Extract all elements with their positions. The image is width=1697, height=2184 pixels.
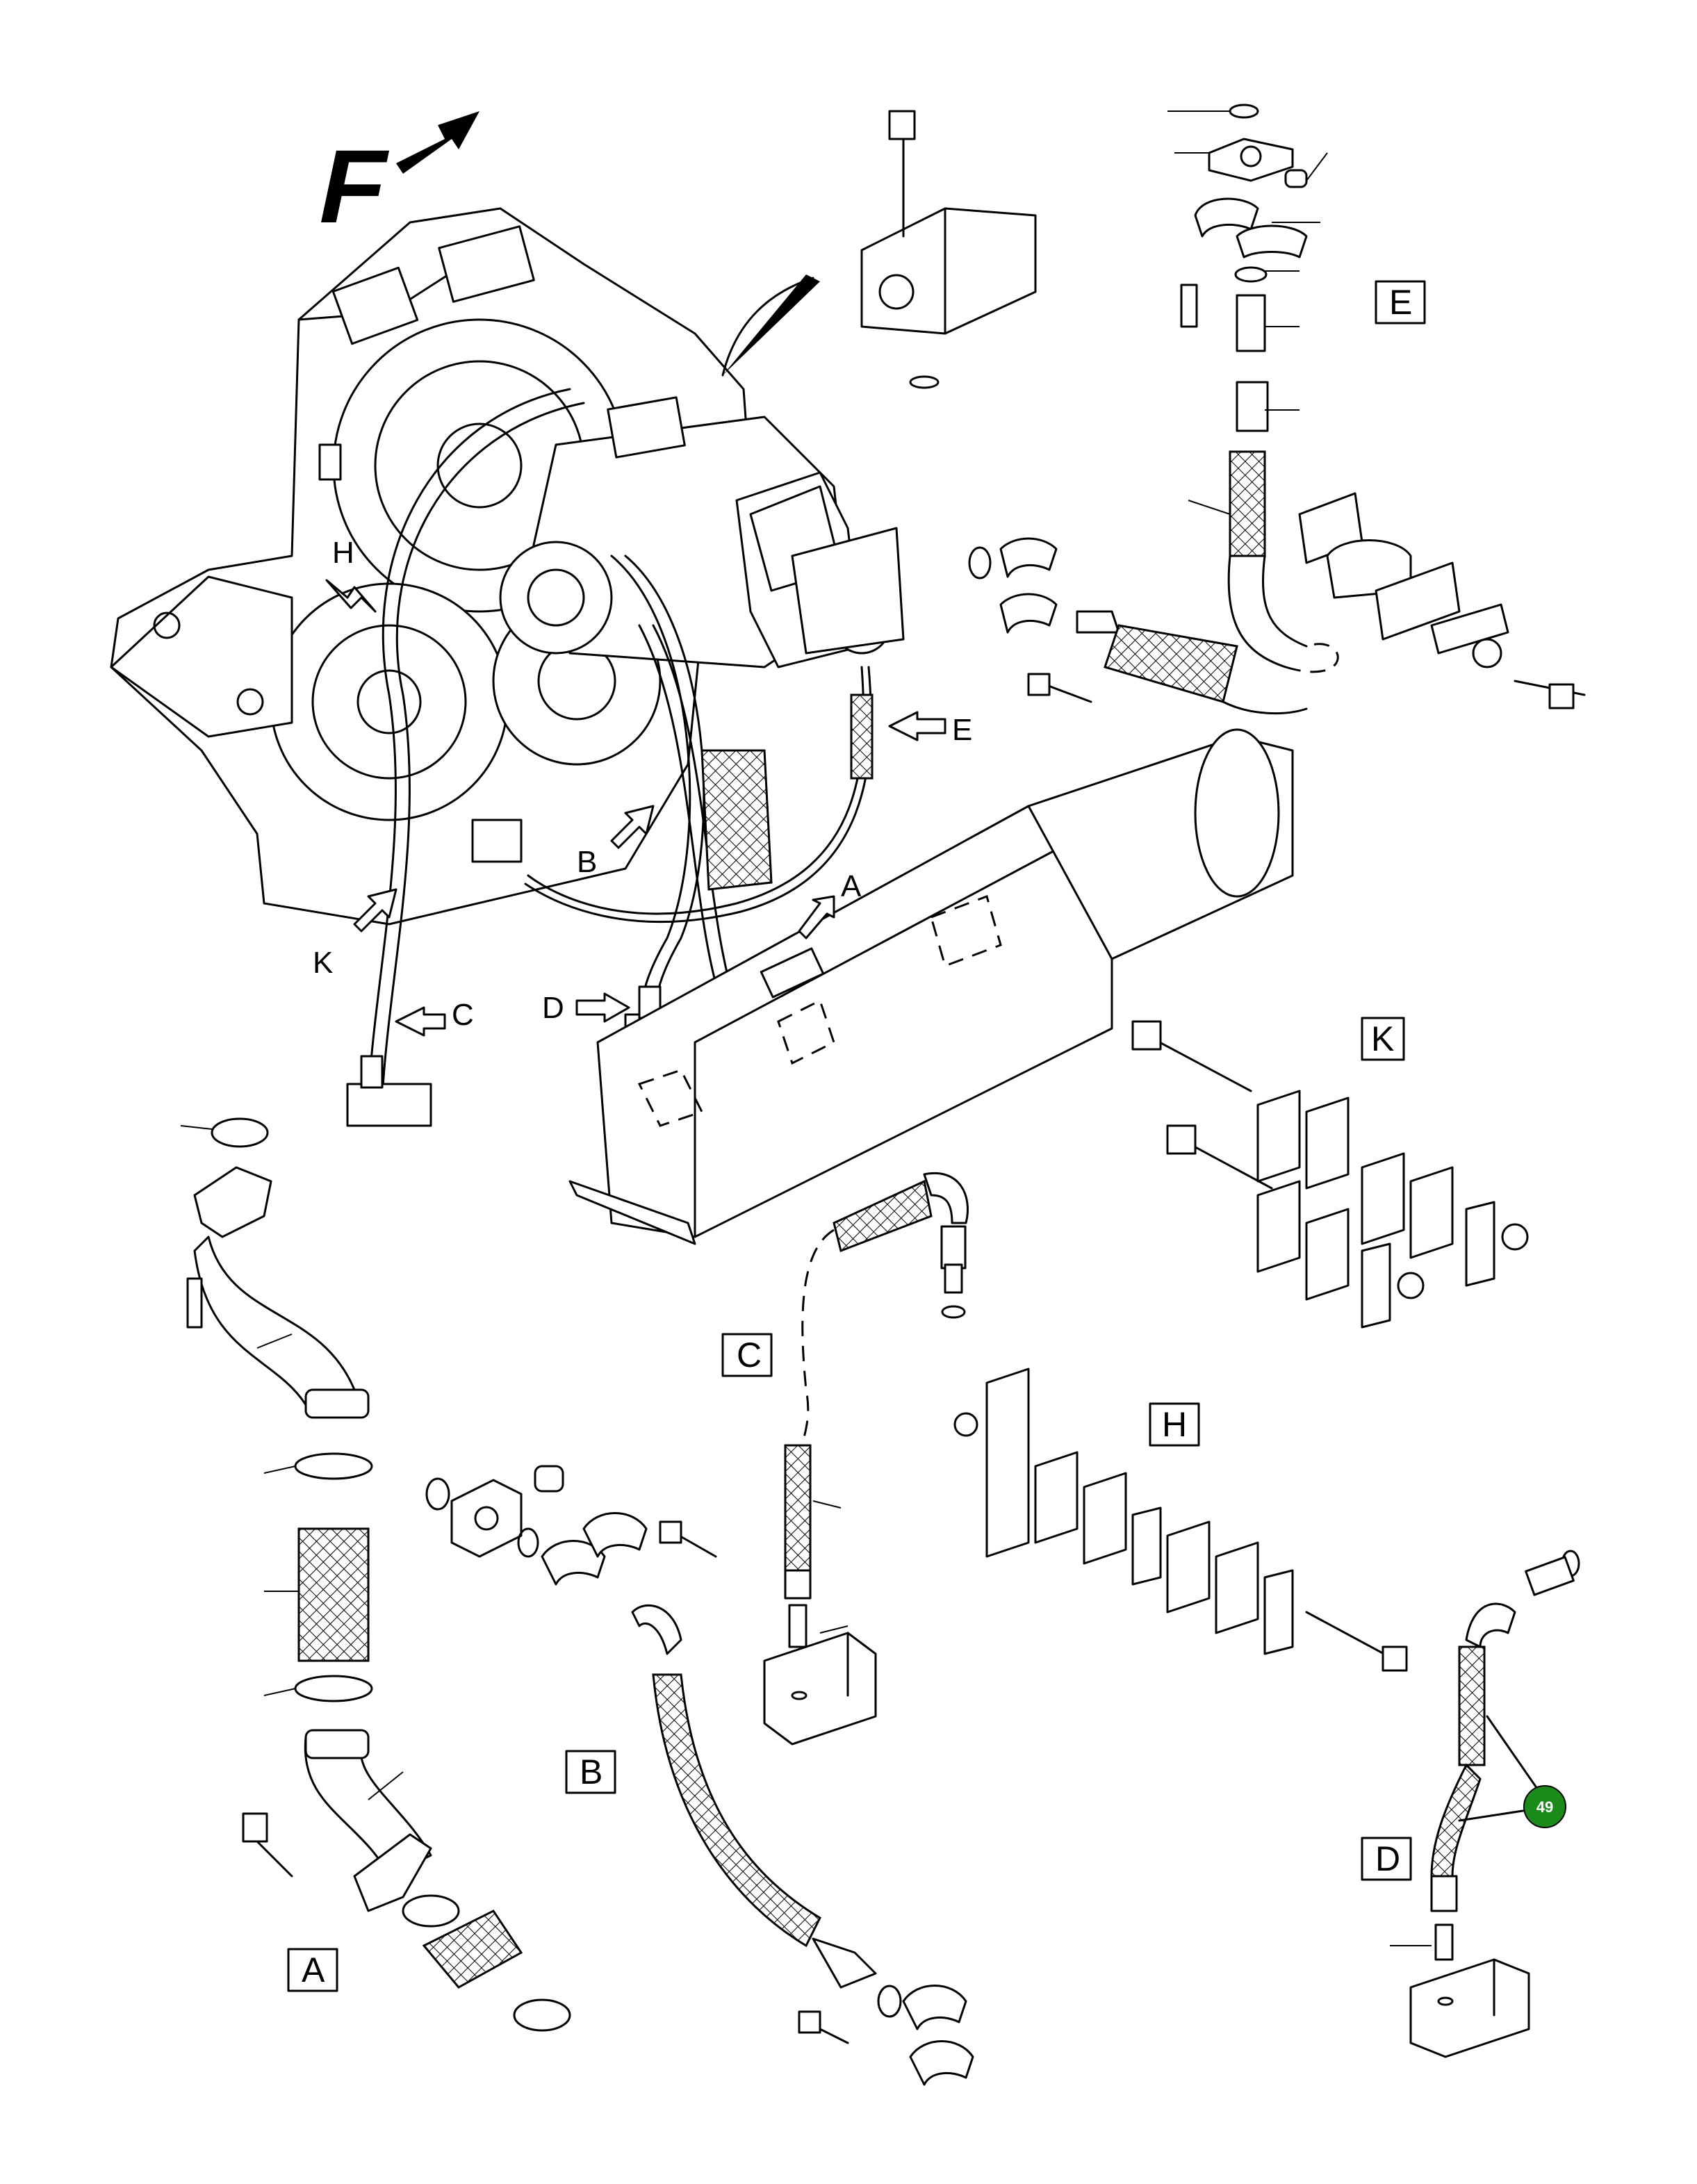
section-box-d (1361, 1837, 1412, 1881)
view-arrow-label-c: C (452, 998, 474, 1032)
oil-cooler (568, 728, 1294, 1245)
detail-b: B (425, 1465, 974, 2086)
forward-marker-letter: F (309, 129, 397, 245)
view-arrow-k-icon (353, 888, 397, 933)
view-arrow-h-icon (325, 579, 377, 613)
forward-arrow-icon (396, 111, 479, 174)
view-arrow-b-icon (610, 805, 655, 849)
section-label-h: H (1162, 1405, 1187, 1444)
section-label-e: E (1389, 283, 1412, 322)
section-label-a: A (302, 1951, 325, 1989)
view-arrow-label-a: A (841, 869, 862, 903)
section-box-h (1149, 1402, 1200, 1447)
leader-lines (180, 110, 1432, 1946)
section-label-c: C (737, 1336, 762, 1374)
section-label-k: K (1371, 1019, 1394, 1058)
detail-k: K (1131, 1017, 1529, 1329)
detail-a: A (186, 1117, 571, 2032)
section-label-b: B (580, 1752, 602, 1791)
callout-number: 49 (1536, 1798, 1553, 1816)
view-arrow-d-icon (575, 992, 630, 1023)
section-box-c (721, 1333, 773, 1377)
pump-assembly (499, 396, 905, 668)
section-box-e (1375, 280, 1426, 325)
view-arrow-label-h: H (332, 536, 354, 570)
detail-h: H (953, 1368, 1408, 1672)
detail-c: C (721, 1172, 969, 1746)
section-box-b (565, 1750, 616, 1794)
valve-block (721, 110, 1037, 389)
section-box-k (1361, 1017, 1405, 1061)
detail-e: E (968, 104, 1586, 715)
section-box-a (287, 1948, 338, 1992)
callout-badge[interactable]: 49 (1523, 1785, 1566, 1828)
section-label-d: D (1375, 1839, 1400, 1878)
view-arrow-a-icon (798, 895, 835, 939)
view-arrow-label-d: D (542, 991, 564, 1025)
detail-d: D 49 (1361, 1550, 1580, 2058)
view-arrow-label-e: E (952, 713, 972, 747)
view-arrow-c-icon (395, 1006, 446, 1037)
transmission-housing (110, 207, 752, 926)
view-arrows: H K B E A C D (313, 536, 972, 1037)
callout-circle[interactable] (1523, 1785, 1566, 1828)
main-hoses (367, 388, 874, 1099)
view-arrow-e-icon (888, 711, 946, 741)
view-arrow-label-b: B (577, 845, 597, 879)
view-arrow-label-k: K (313, 946, 333, 980)
